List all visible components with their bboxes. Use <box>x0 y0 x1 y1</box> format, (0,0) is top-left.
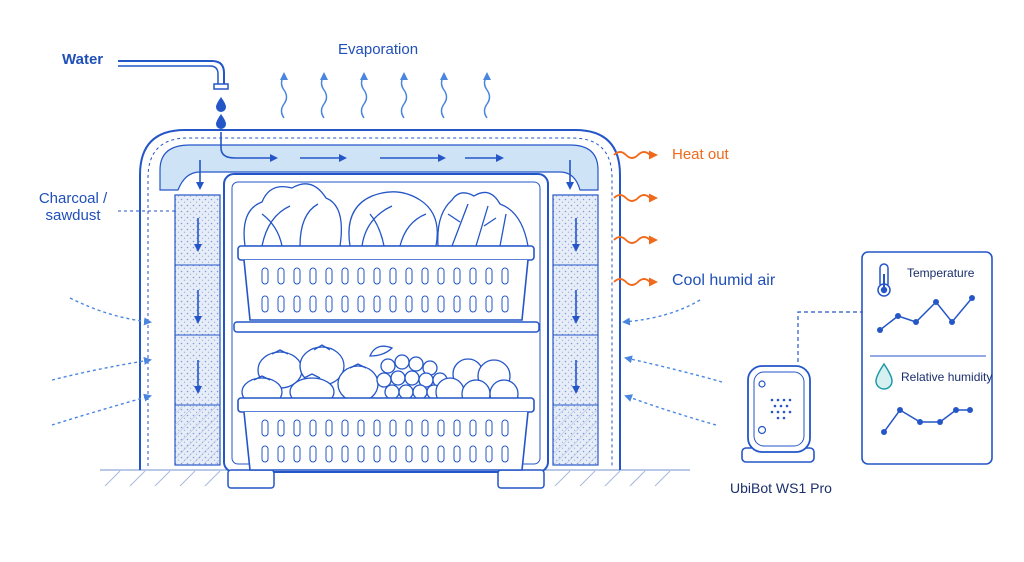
water-flow-arrows <box>194 132 580 394</box>
air-in-arrows-left <box>51 297 152 426</box>
temperature-label: Temperature <box>907 266 975 280</box>
crate-bottom <box>237 397 535 471</box>
charcoal-sawdust-label: Charcoal / sawdust <box>32 190 114 225</box>
device-name-label: UbiBot WS1 Pro <box>730 480 832 496</box>
charcoal-label-line-2: sawdust <box>45 207 101 225</box>
evaporation-label: Evaporation <box>338 41 419 58</box>
water-drop-icon <box>875 362 893 390</box>
cool-humid-air-label: Cool humid air <box>672 272 776 289</box>
temperature-trend-line <box>877 295 975 333</box>
evaporation-arrows <box>280 72 491 119</box>
water-pipe <box>118 60 229 90</box>
heat-out-arrows <box>613 150 658 287</box>
speaker-grille-icon <box>770 398 792 420</box>
readout-panel <box>861 251 993 465</box>
humidity-trend-line <box>881 407 973 435</box>
lettuce <box>243 183 343 247</box>
water-label: Water <box>62 51 104 68</box>
charcoal-label-line-1: Charcoal / <box>38 190 108 207</box>
produce-top <box>243 183 529 247</box>
cabbage <box>348 191 438 247</box>
leafy-greens <box>437 191 529 247</box>
water-drop-icon <box>216 97 226 129</box>
outer-jacket <box>139 129 621 470</box>
heat-out-label: Heat out <box>672 146 729 163</box>
water-layer <box>159 144 599 191</box>
device-connector-line <box>797 311 862 362</box>
charcoal-column-left <box>174 194 221 466</box>
thermometer-icon <box>877 263 891 297</box>
sensor-device <box>741 365 815 463</box>
relative-humidity-label: Relative humidity <box>901 370 993 384</box>
crate-top <box>237 245 535 321</box>
air-in-arrows-right <box>622 299 723 426</box>
